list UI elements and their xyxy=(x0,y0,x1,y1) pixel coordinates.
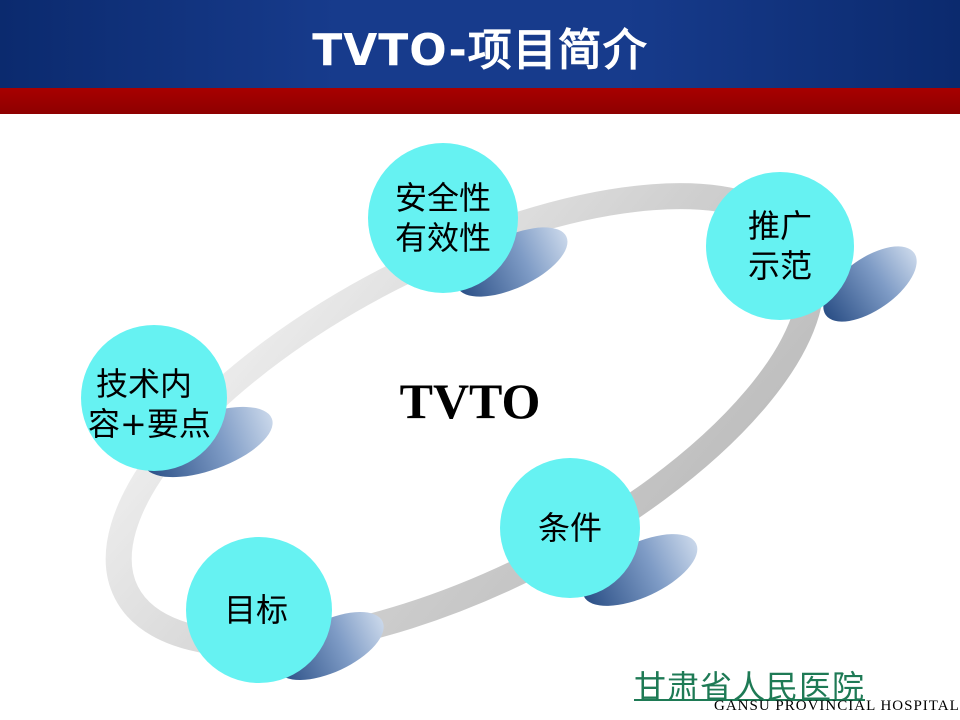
node-circle-safety xyxy=(368,143,518,293)
node-circle-technique xyxy=(81,325,227,471)
node-text-conditions-1: 条件 xyxy=(537,509,602,547)
node-text-technique-1: 技术内 xyxy=(96,365,193,403)
title-red-band xyxy=(0,88,960,114)
node-label-technique: 技术内 容+要点 xyxy=(88,364,248,444)
node-text-technique-2: 容+要点 xyxy=(88,405,211,443)
node-text-safety-2: 有效性 xyxy=(394,219,491,257)
node-circle-promotion xyxy=(706,172,854,320)
node-label-conditions: 条件 xyxy=(500,508,640,548)
node-text-safety-1: 安全性 xyxy=(394,179,491,217)
node-label-promotion: 推广 示范 xyxy=(720,206,840,286)
node-circle-goal xyxy=(186,537,332,683)
center-label: TVTO xyxy=(399,373,541,429)
title-bar xyxy=(0,0,960,88)
node-label-safety: 安全性 有效性 xyxy=(363,178,523,258)
slide-title: TVTO-项目简介 xyxy=(312,25,648,76)
node-circle-conditions xyxy=(500,458,640,598)
node-label-goal: 目标 xyxy=(186,590,326,630)
hospital-name-en: GANSU PROVINCIAL HOSPITAL xyxy=(714,698,960,714)
node-text-promotion-2: 示范 xyxy=(747,247,812,285)
node-text-goal-1: 目标 xyxy=(223,591,288,629)
node-text-promotion-1: 推广 xyxy=(747,207,812,245)
node-shadow-promotion xyxy=(823,246,917,322)
node-shadow-conditions xyxy=(582,534,698,606)
hospital-name-cn: 甘肃省人民医院 xyxy=(634,668,866,706)
